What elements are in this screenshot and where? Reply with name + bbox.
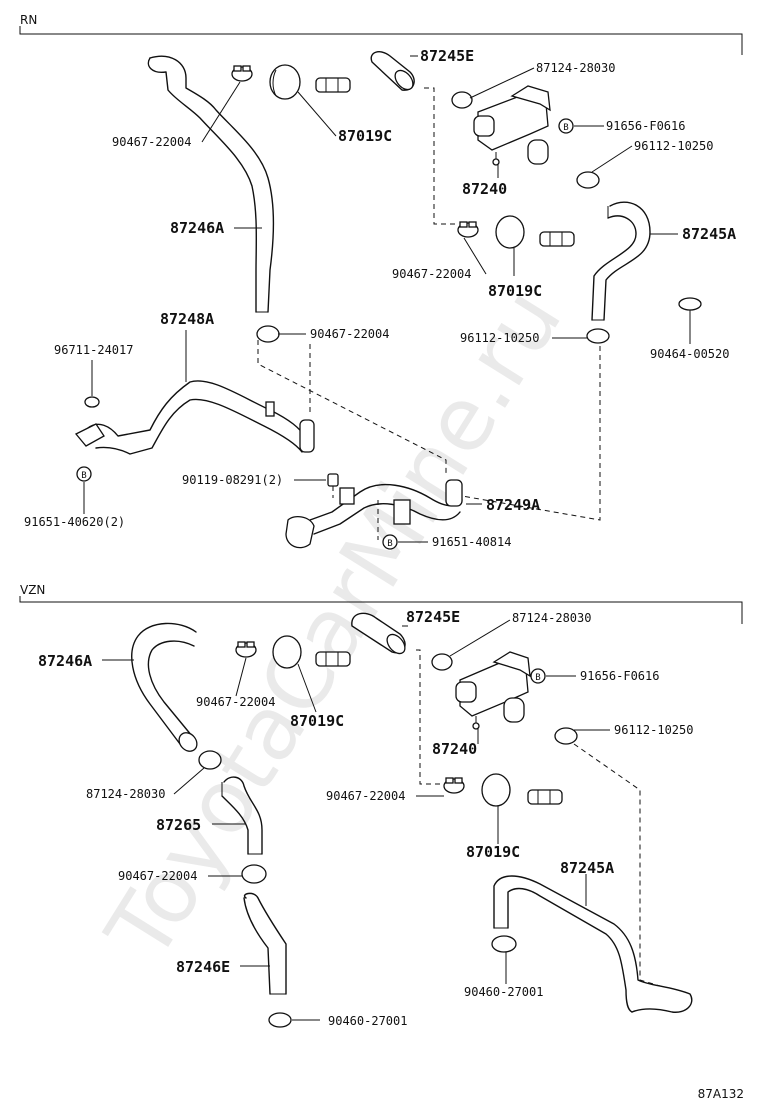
bolt-90119-08291-rn — [327, 473, 339, 498]
nut-91656-F0616-rn: B — [558, 118, 574, 134]
label-90119-08291-rn: 90119-08291(2) — [182, 473, 283, 487]
label-87245A-rn: 87245A — [682, 225, 736, 243]
label-87019C-rn-b: 87019C — [488, 282, 542, 300]
hose-87246A-rn — [147, 55, 275, 313]
label-91656-F0616-rn: 91656-F0616 — [606, 119, 685, 133]
clamp-90467-22004-vzn-a — [235, 641, 257, 658]
fitting-vzn-a — [315, 651, 351, 667]
label-87245E-rn: 87245E — [420, 47, 474, 65]
hose-87245E-vzn — [351, 612, 406, 655]
dash-link-rn-2 — [257, 340, 447, 476]
label-91656-F0616-vzn: 91656-F0616 — [580, 669, 659, 683]
label-90467-22004-rn-b: 90467-22004 — [392, 267, 471, 281]
label-87265-vzn: 87265 — [156, 816, 201, 834]
label-87245A-vzn: 87245A — [560, 859, 614, 877]
label-91651-40814-rn: 91651-40814 — [432, 535, 511, 549]
valve-87240-rn — [473, 85, 551, 166]
label-87249A-rn: 87249A — [486, 496, 540, 514]
fitting-vzn-b — [527, 789, 563, 805]
cap-87019C-vzn-b — [481, 773, 511, 807]
label-87246A-vzn: 87246A — [38, 652, 92, 670]
clamp-90467-22004-vzn-b — [443, 777, 465, 794]
nut-symbol: B — [563, 123, 568, 133]
hose-87245A-rn — [591, 201, 651, 321]
fitting-rn-a — [315, 77, 351, 93]
nut-symbol: B — [535, 673, 540, 683]
clamp-87124-28030-vzn-b — [198, 750, 222, 770]
label-90467-22004-vzn-a: 90467-22004 — [196, 695, 275, 709]
section-vzn-label: VZN — [20, 583, 45, 597]
section-rn: RN — [19, 13, 743, 550]
clamp-96112-10250-rn-a — [576, 171, 600, 189]
nut-91651-40620-rn: B — [76, 466, 92, 482]
pipe-87249A-rn — [285, 479, 463, 549]
dash-link-rn-4 — [461, 346, 601, 521]
label-90460-27001-vzn-a: 90460-27001 — [328, 1014, 407, 1028]
nut-symbol: B — [387, 539, 392, 549]
nut-91656-F0616-vzn: B — [530, 668, 546, 684]
cap-87019C-vzn-a — [272, 635, 302, 669]
clamp-90467-22004-rn-a — [231, 65, 253, 82]
figure-id: 87A132 — [698, 1087, 744, 1101]
nut-symbol: B — [81, 471, 86, 481]
label-90467-22004-vzn-b: 90467-22004 — [326, 789, 405, 803]
dash-link-vzn-2 — [573, 743, 661, 987]
section-vzn: VZN — [19, 583, 743, 1028]
clamp-87124-28030-rn — [451, 91, 473, 109]
dash-link-vzn-1 — [416, 649, 442, 785]
clip-90464-00520-rn — [678, 297, 702, 318]
label-87019C-vzn-a: 87019C — [290, 712, 344, 730]
clamp-90467-22004-rn-b — [457, 221, 479, 238]
label-87124-28030-vzn-a: 87124-28030 — [512, 611, 591, 625]
label-87019C-vzn-b: 87019C — [466, 843, 520, 861]
label-87248A-rn: 87248A — [160, 310, 214, 328]
label-90467-22004-rn-c: 90467-22004 — [310, 327, 389, 341]
clamp-96112-10250-vzn — [554, 727, 578, 745]
label-87246E-vzn: 87246E — [176, 958, 230, 976]
label-87240-rn: 87240 — [462, 180, 507, 198]
label-91651-40620-rn: 91651-40620(2) — [24, 515, 125, 529]
label-87245E-vzn: 87245E — [406, 608, 460, 626]
label-90460-27001-vzn-b: 90460-27001 — [464, 985, 543, 999]
section-rn-frame — [19, 26, 743, 55]
clamp-90460-27001-vzn-b — [491, 935, 517, 953]
clamp-90467-22004-rn-c — [256, 325, 280, 343]
clamp-90460-27001-vzn-a — [268, 1012, 292, 1028]
label-96112-10250-rn-a: 96112-10250 — [634, 139, 713, 153]
clamp-87124-28030-vzn-a — [431, 653, 453, 671]
label-87124-28030-vzn-b: 87124-28030 — [86, 787, 165, 801]
section-rn-label: RN — [20, 13, 37, 27]
label-90464-00520-rn: 90464-00520 — [650, 347, 729, 361]
hose-87245E-rn — [370, 51, 415, 91]
label-96711-24017-rn: 96711-24017 — [54, 343, 133, 357]
label-96112-10250-vzn: 96112-10250 — [614, 723, 693, 737]
fitting-rn-b — [539, 231, 575, 247]
label-87124-28030-rn: 87124-28030 — [536, 61, 615, 75]
hose-87265-vzn — [221, 776, 263, 855]
washer-96711-24017-rn — [84, 396, 100, 408]
label-96112-10250-rn-b: 96112-10250 — [460, 331, 539, 345]
hose-87246A-vzn — [131, 622, 198, 752]
label-87019C-rn-a: 87019C — [338, 127, 392, 145]
valve-87240-vzn — [455, 651, 531, 730]
clamp-90467-22004-vzn-c — [241, 864, 267, 884]
hose-87245A-vzn — [493, 875, 693, 1013]
label-90467-22004-rn-a: 90467-22004 — [112, 135, 191, 149]
hose-87246E-vzn — [243, 892, 287, 995]
cap-87019C-rn-b — [495, 215, 525, 249]
section-vzn-frame — [19, 596, 743, 624]
cap-87019C-rn-a — [269, 64, 301, 100]
label-90467-22004-vzn-c: 90467-22004 — [118, 869, 197, 883]
nut-91651-40814-rn: B — [382, 534, 398, 550]
pipe-87248A-rn — [74, 380, 315, 455]
clamp-96112-10250-rn-b — [586, 328, 610, 344]
label-87240-vzn: 87240 — [432, 740, 477, 758]
label-87246A-rn: 87246A — [170, 219, 224, 237]
dash-link-rn-1 — [424, 87, 458, 225]
